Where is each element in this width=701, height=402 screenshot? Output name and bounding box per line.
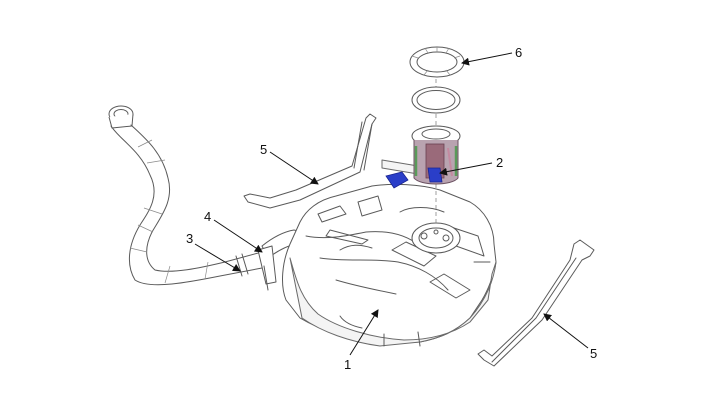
callout-3: 3 (186, 231, 193, 246)
breather-hose (257, 229, 306, 291)
lock-ring (409, 46, 465, 78)
tank-band-left (243, 113, 377, 209)
pump-gasket (411, 86, 461, 114)
filler-neck-pipe (108, 105, 263, 286)
callout-5-left: 5 (260, 142, 267, 157)
callout-2: 2 (496, 155, 503, 170)
fuel-tank (282, 183, 497, 347)
callout-4: 4 (204, 209, 211, 224)
callout-6: 6 (515, 45, 522, 60)
tank-band-right (477, 239, 595, 367)
callout-5-right: 5 (590, 346, 597, 361)
callout-1: 1 (344, 357, 351, 372)
